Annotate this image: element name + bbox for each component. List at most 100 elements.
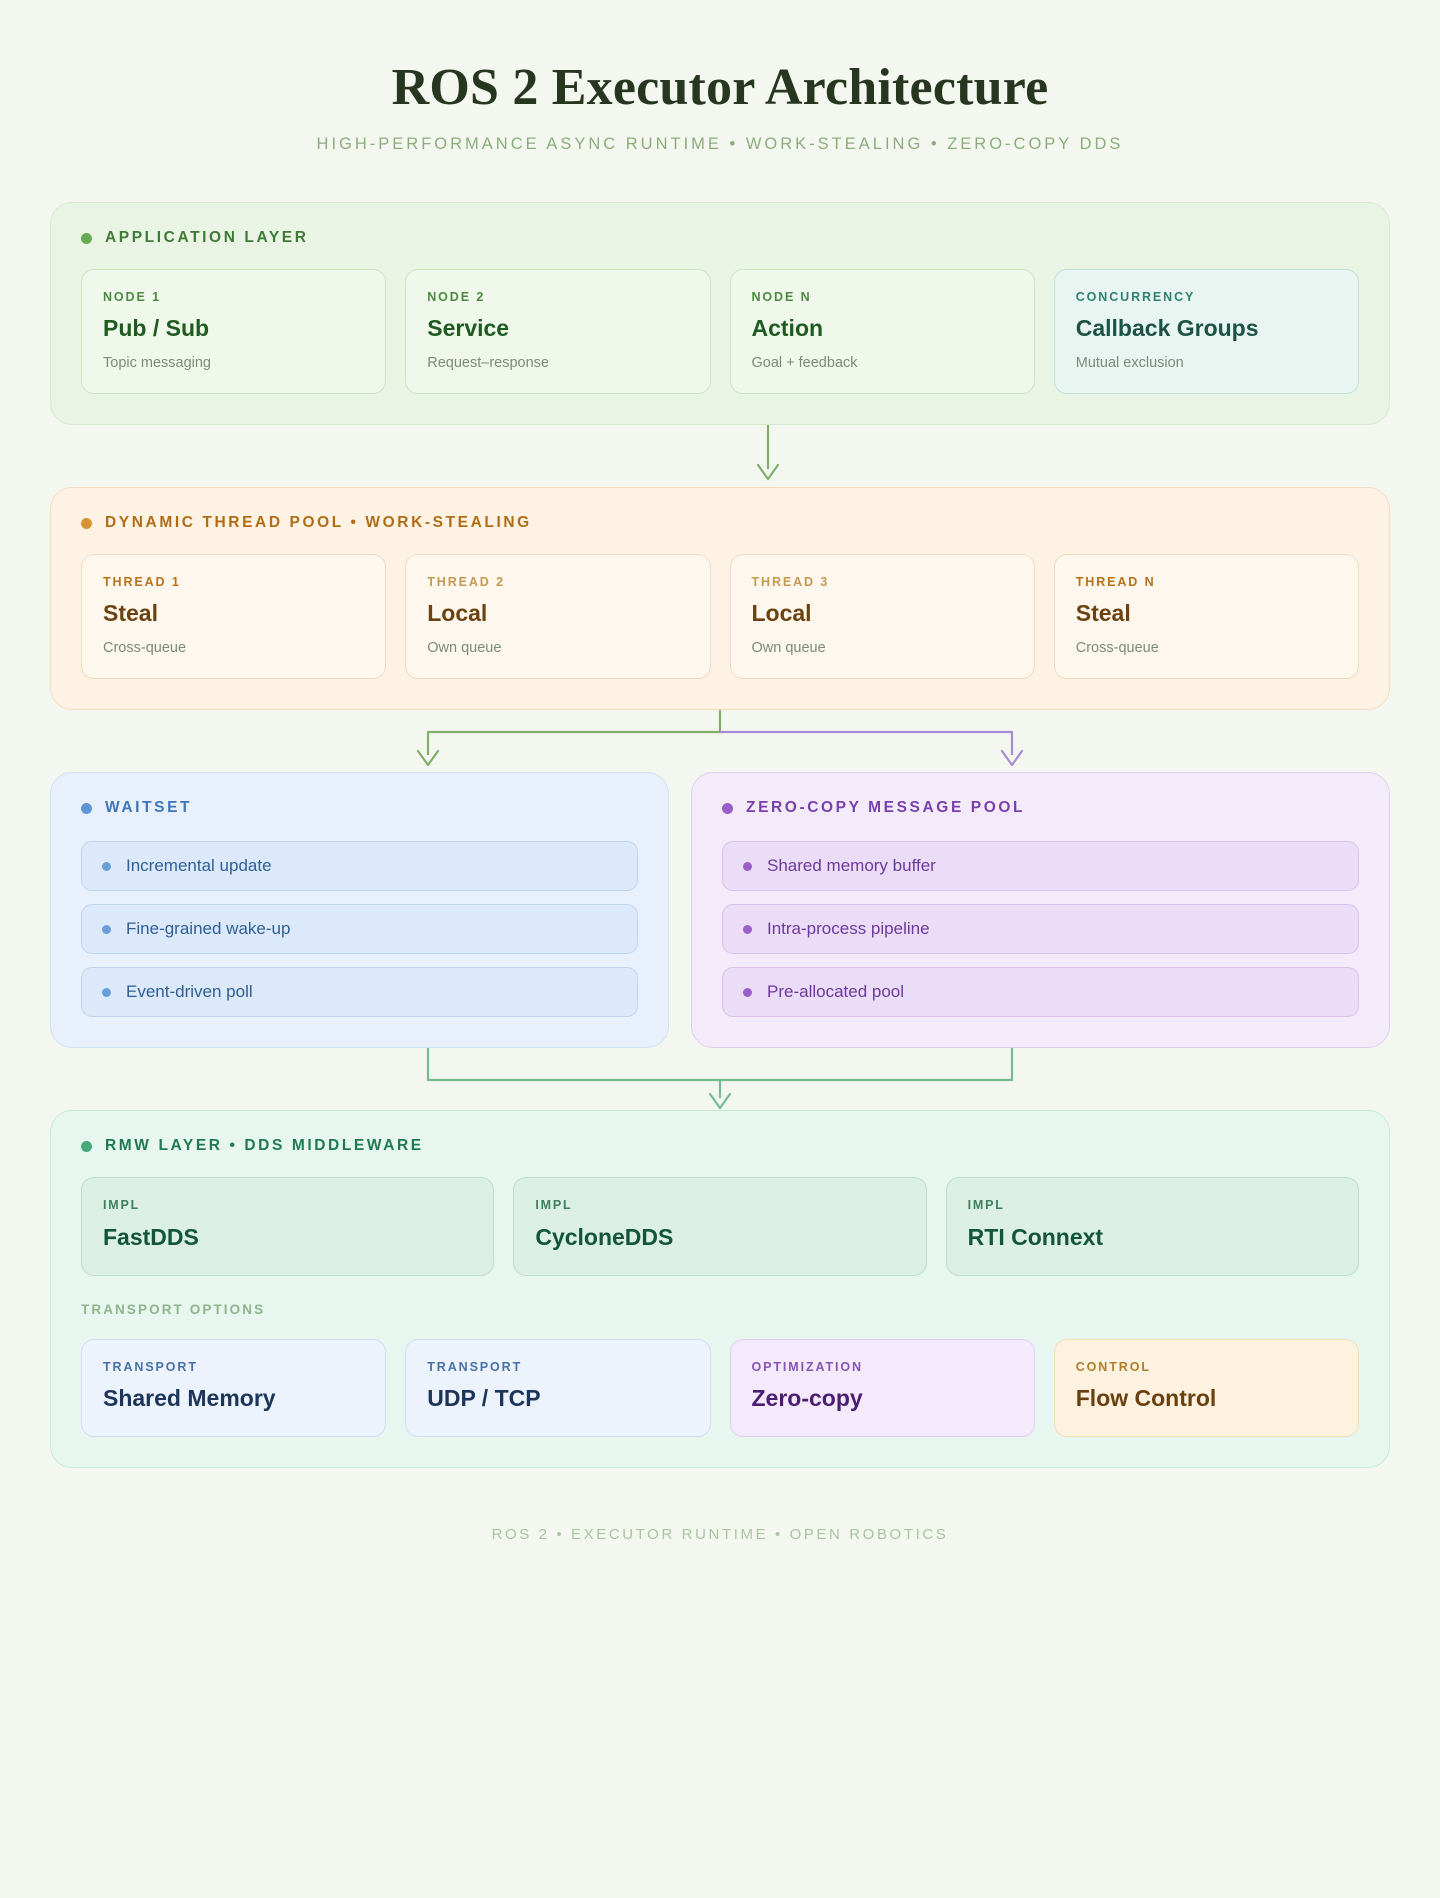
list-item-label: Pre-allocated pool [767, 982, 905, 1001]
waitset-layer-heading: WAITSET [81, 799, 638, 817]
list-item-label: Incremental update [126, 856, 272, 875]
card-eyebrow: THREAD 3 [751, 575, 830, 589]
card-subtitle: Topic messaging [103, 355, 211, 371]
card-subtitle: Own queue [751, 640, 826, 656]
card-title: Shared Memory [103, 1385, 276, 1411]
card-eyebrow: IMPL [967, 1198, 1005, 1212]
thread-card[interactable]: THREAD 3 Local Own queue [729, 554, 1035, 679]
card-subtitle: Own queue [427, 640, 502, 656]
node-card[interactable]: NODE N Action Goal + feedback [729, 269, 1035, 394]
card-title: RTI Connext [967, 1224, 1104, 1250]
transport-card[interactable]: CONTROL Flow Control [1053, 1339, 1359, 1437]
list-item[interactable]: Intra-process pipeline [722, 904, 1359, 954]
card-title: Local [751, 600, 812, 626]
list-item[interactable]: Event-driven poll [81, 967, 638, 1017]
transport-option-cards: TRANSPORT Shared Memory TRANSPORT UDP / … [81, 1339, 1359, 1437]
list-item-label: Shared memory buffer [767, 856, 936, 875]
status-dot-icon [722, 802, 733, 814]
node-card[interactable]: CONCURRENCY Callback Groups Mutual exclu… [1053, 269, 1359, 394]
zerocopy-layer-heading: ZERO-COPY MESSAGE POOL [722, 799, 1359, 817]
node-card[interactable]: NODE 2 Service Request–response [405, 269, 711, 394]
list-item-label: Intra-process pipeline [767, 919, 930, 938]
list-item-label: Fine-grained wake-up [126, 919, 291, 938]
implementation-card[interactable]: IMPL CycloneDDS [513, 1177, 927, 1276]
card-title: Steal [103, 600, 158, 626]
card-eyebrow: NODE N [751, 290, 812, 304]
list-item[interactable]: Pre-allocated pool [722, 967, 1359, 1017]
bullet-icon [102, 924, 111, 934]
rmw-layer-heading: RMW LAYER • DDS MIDDLEWARE [81, 1137, 1359, 1155]
card-subtitle: Goal + feedback [751, 355, 858, 371]
thread-card[interactable]: THREAD 1 Steal Cross-queue [81, 554, 387, 679]
implementation-card[interactable]: IMPL RTI Connext [945, 1177, 1359, 1276]
card-eyebrow: THREAD N [1075, 575, 1156, 589]
zerocopy-layer-label: ZERO-COPY MESSAGE POOL [746, 799, 1026, 816]
connector-merge-to-rmw [50, 1048, 1390, 1110]
application-layer-panel: APPLICATION LAYER NODE 1 Pub / Sub Topic… [50, 202, 1390, 425]
card-subtitle: Mutual exclusion [1075, 355, 1184, 371]
page-subtitle: HIGH-PERFORMANCE ASYNC RUNTIME • WORK-ST… [316, 135, 1124, 153]
middle-layers-row: WAITSET Incremental update Fine-grained … [50, 772, 1390, 1048]
card-eyebrow: TRANSPORT [103, 1360, 198, 1374]
card-title: FastDDS [103, 1224, 199, 1250]
card-eyebrow: IMPL [535, 1198, 573, 1212]
transport-options-heading: TRANSPORT OPTIONS [81, 1302, 266, 1317]
status-dot-icon [81, 802, 92, 814]
card-title: Action [751, 315, 824, 341]
status-dot-icon [81, 1140, 92, 1152]
card-subtitle: Request–response [427, 355, 549, 371]
list-item[interactable]: Fine-grained wake-up [81, 904, 638, 954]
card-title: Pub / Sub [103, 315, 210, 341]
application-layer-heading: APPLICATION LAYER [81, 229, 1359, 247]
bullet-icon [743, 861, 752, 871]
transport-card[interactable]: TRANSPORT UDP / TCP [405, 1339, 711, 1437]
connector-app-to-pool [50, 425, 1390, 487]
card-eyebrow: OPTIMIZATION [751, 1360, 863, 1374]
page-title: ROS 2 Executor Architecture [391, 59, 1049, 116]
thread-card[interactable]: THREAD N Steal Cross-queue [1053, 554, 1359, 679]
rmw-layer-label: RMW LAYER • DDS MIDDLEWARE [105, 1137, 424, 1154]
card-subtitle: Cross-queue [103, 640, 187, 656]
thread-card[interactable]: THREAD 2 Local Own queue [405, 554, 711, 679]
connector-pool-split [50, 710, 1390, 772]
card-eyebrow: NODE 2 [427, 290, 486, 304]
thread-pool-layer-heading: DYNAMIC THREAD POOL • WORK-STEALING [81, 514, 1359, 532]
list-item[interactable]: Incremental update [81, 841, 638, 891]
status-dot-icon [81, 517, 92, 529]
bullet-icon [102, 861, 111, 871]
card-title: CycloneDDS [535, 1224, 674, 1250]
waitset-feature-list: Incremental update Fine-grained wake-up … [81, 841, 638, 1017]
status-dot-icon [81, 232, 92, 244]
card-eyebrow: NODE 1 [103, 290, 161, 304]
diagram-page: ROS 2 Executor Architecture HIGH-PERFORM… [50, 59, 1390, 1543]
application-node-cards: NODE 1 Pub / Sub Topic messaging NODE 2 … [81, 269, 1359, 394]
card-eyebrow: CONTROL [1075, 1360, 1151, 1374]
rmw-layer-panel: RMW LAYER • DDS MIDDLEWARE IMPL FastDDS … [50, 1110, 1390, 1468]
thread-pool-layer-panel: DYNAMIC THREAD POOL • WORK-STEALING THRE… [50, 487, 1390, 710]
thread-cards: THREAD 1 Steal Cross-queue THREAD 2 Loca… [81, 554, 1359, 679]
dds-implementation-cards: IMPL FastDDS IMPL CycloneDDS IMPL RTI Co… [81, 1177, 1359, 1276]
transport-card[interactable]: OPTIMIZATION Zero-copy [729, 1339, 1035, 1437]
card-eyebrow: TRANSPORT [427, 1360, 523, 1374]
card-eyebrow: IMPL [103, 1198, 141, 1212]
thread-pool-layer-label: DYNAMIC THREAD POOL • WORK-STEALING [105, 514, 532, 531]
zerocopy-feature-list: Shared memory buffer Intra-process pipel… [722, 841, 1359, 1017]
bullet-icon [743, 924, 752, 934]
card-title: Zero-copy [751, 1385, 863, 1411]
transport-card[interactable]: TRANSPORT Shared Memory [81, 1339, 387, 1437]
zerocopy-layer-panel: ZERO-COPY MESSAGE POOL Shared memory buf… [691, 772, 1390, 1048]
implementation-card[interactable]: IMPL FastDDS [81, 1177, 495, 1276]
card-eyebrow: THREAD 1 [103, 575, 181, 589]
node-card[interactable]: NODE 1 Pub / Sub Topic messaging [81, 269, 387, 394]
card-title: Steal [1075, 600, 1131, 626]
card-subtitle: Cross-queue [1075, 640, 1159, 656]
waitset-layer-panel: WAITSET Incremental update Fine-grained … [50, 772, 669, 1048]
card-eyebrow: THREAD 2 [427, 575, 505, 589]
card-title: UDP / TCP [427, 1385, 541, 1411]
waitset-layer-label: WAITSET [105, 799, 193, 816]
list-item-label: Event-driven poll [126, 982, 253, 1001]
card-title: Local [427, 600, 488, 626]
bullet-icon [743, 987, 752, 997]
card-title: Service [427, 315, 510, 341]
list-item[interactable]: Shared memory buffer [722, 841, 1359, 891]
